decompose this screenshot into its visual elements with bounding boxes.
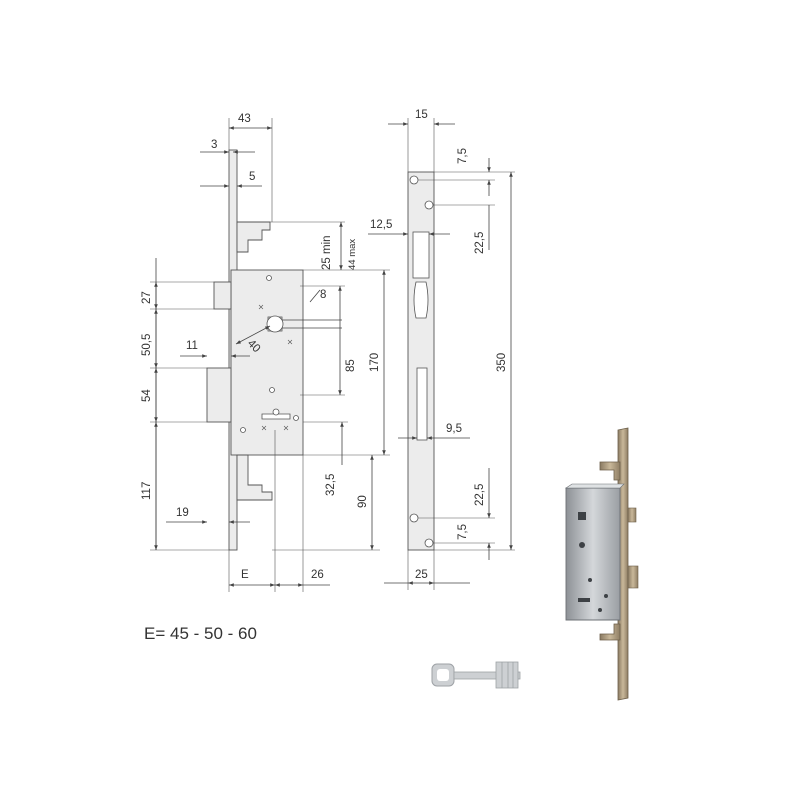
rivet-mark (258, 304, 293, 431)
screw-hole (240, 427, 246, 433)
top-hook (236, 221, 271, 253)
dead-bolt-slot (416, 367, 428, 441)
dim-26: 26 (311, 569, 324, 581)
bottom-hook (236, 454, 273, 501)
dim-350: 350 (496, 353, 508, 372)
keyhole (261, 413, 291, 420)
faceplate-hole (409, 175, 419, 185)
dim-90: 90 (357, 495, 369, 508)
dim-27: 27 (141, 291, 153, 304)
dim-3: 3 (211, 139, 217, 151)
dim-9-5: 9,5 (446, 423, 462, 435)
front-dimensions: 43 3 5 25 min 44 max 8 40 85 170 32,5 (141, 113, 390, 592)
dim-5: 5 (249, 171, 255, 183)
dim-117: 117 (141, 482, 153, 500)
lock-photo (565, 427, 639, 701)
dim-50-5: 50,5 (141, 334, 153, 356)
front-view (206, 149, 342, 551)
dim-32-5: 32,5 (325, 474, 337, 496)
faceplate-hole (424, 538, 434, 548)
screw-hole (293, 415, 299, 421)
lock-case (230, 269, 304, 456)
dim-11: 11 (186, 340, 198, 352)
dim-22-5-bottom: 22,5 (474, 484, 486, 506)
dim-12-5: 12,5 (370, 219, 392, 231)
dim-43: 43 (238, 113, 251, 125)
dim-54: 54 (141, 389, 153, 402)
faceplate-strip (407, 171, 435, 551)
faceplate-hole (409, 513, 419, 523)
dim-44-max: 44 max (347, 239, 358, 270)
screw-hole (269, 387, 275, 393)
latch-slot (413, 281, 429, 319)
dim-7-5-bottom: 7,5 (457, 524, 469, 540)
faceplate-view (407, 171, 435, 551)
dim-25-min: 25 min (321, 235, 333, 270)
follower-hole (266, 315, 284, 333)
dim-8: 8 (320, 289, 326, 301)
dim-E: E (241, 569, 249, 581)
dead-bolt (206, 367, 232, 423)
keyhole-top (272, 408, 280, 416)
formula-e-values: E= 45 - 50 - 60 (144, 624, 257, 643)
dim-170: 170 (369, 353, 381, 372)
faceplate-dimensions: 15 7,5 22,5 12,5 350 9,5 22,5 7,5 (368, 109, 515, 590)
dim-15: 15 (415, 109, 428, 121)
faceplate-slot-top (412, 231, 430, 279)
dim-85: 85 (345, 359, 357, 372)
dim-7-5-top: 7,5 (457, 148, 469, 164)
dim-22-5-top: 22,5 (474, 232, 486, 254)
key-icon (431, 661, 521, 689)
faceplate-hole (424, 200, 434, 210)
latch-bolt (213, 281, 232, 310)
screw-hole (266, 275, 272, 281)
dim-19: 19 (176, 507, 189, 519)
dim-25: 25 (415, 569, 428, 581)
